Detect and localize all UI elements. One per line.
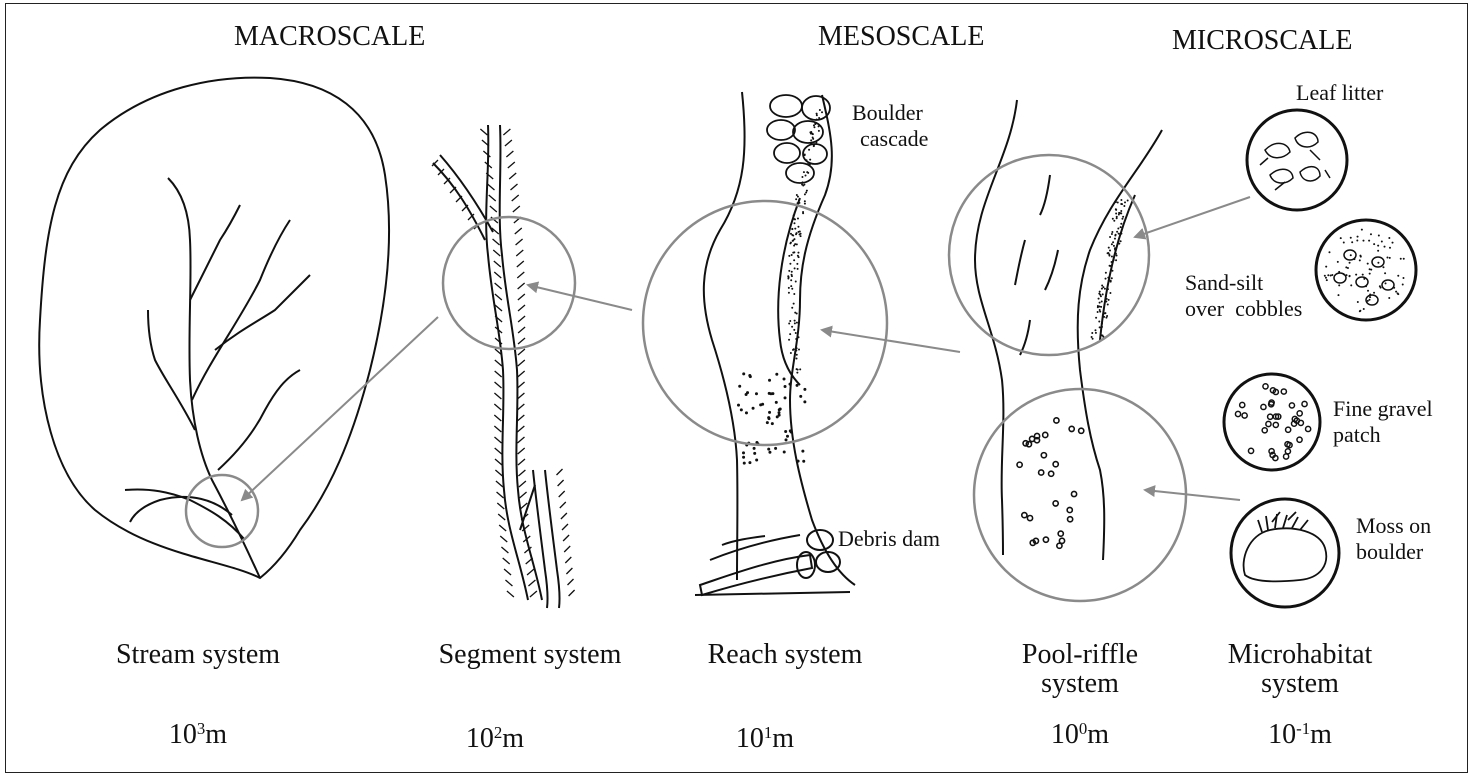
moss-circle (1231, 499, 1339, 607)
arrow-leaf-to-pool (1135, 197, 1250, 237)
zoom-arrows (242, 197, 1250, 500)
fine-gravel-label: Fine gravel patch (1333, 396, 1433, 449)
macroscale-heading: MACROSCALE (234, 22, 425, 51)
reach-system-label: Reach system (680, 640, 890, 669)
reach-magnitude: 101m (690, 724, 840, 753)
boulder-cascade-label: Boulder cascade (852, 100, 928, 153)
stream-system-drawing (39, 78, 389, 578)
flow-line-2 (1015, 240, 1025, 285)
boulder-cascade-stones (767, 95, 830, 183)
reach-zoom-circle (643, 201, 887, 445)
segment-system-drawing (433, 125, 560, 608)
reach-left-bank (704, 92, 745, 580)
stream-zoom-circle (186, 475, 258, 547)
sand-silt-drawing (1324, 229, 1405, 313)
pool-zoom-circle-lower (974, 389, 1186, 601)
debris-dam-label: Debris dam (838, 526, 940, 552)
sand-silt-circle (1316, 220, 1416, 320)
tributary-6 (190, 205, 240, 300)
segment-branch-bank-1 (433, 163, 485, 240)
pool-sand-dots (1091, 199, 1129, 340)
tributary-3 (148, 310, 195, 430)
flow-line-3 (1045, 250, 1058, 290)
microscale-heading: MICROSCALE (1172, 26, 1352, 55)
arrow-segment-to-stream (242, 317, 438, 500)
segment-branch2-bank-1 (533, 470, 548, 608)
log-1 (700, 555, 812, 595)
arrow-reach-to-segment (528, 285, 632, 310)
tributary-7 (218, 370, 300, 470)
arrow-gravel-to-pool (1145, 490, 1240, 500)
pool-gravel-rings (1017, 418, 1084, 549)
microhabitat-system-label: Microhabitat system (1195, 640, 1405, 699)
pool-riffle-magnitude: 100m (990, 720, 1170, 749)
leaf-litter-label: Leaf litter (1296, 80, 1383, 106)
tributary-5 (215, 275, 310, 350)
fine-gravel-drawing (1235, 384, 1310, 461)
pool-riffle-system-label: Pool-riffle system (990, 640, 1170, 699)
reach-system-drawing (695, 92, 855, 595)
mesoscale-heading: MESOSCALE (818, 22, 984, 51)
leaf-litter-drawing (1260, 132, 1330, 190)
stream-system-label: Stream system (88, 640, 308, 669)
moss-label: Moss on boulder (1356, 513, 1431, 566)
segment-zoom-circle (443, 217, 575, 349)
reach-bar-inner (778, 198, 800, 385)
pool-riffle-drawing (975, 100, 1162, 560)
tributary-2 (130, 497, 232, 522)
flow-line-1 (1040, 175, 1050, 215)
arrow-pool-to-reach (822, 330, 960, 352)
reach-gravel-dots (737, 372, 806, 464)
reach-right-bank (790, 95, 855, 585)
flow-line-4 (1020, 320, 1030, 355)
segment-magnitude: 102m (410, 724, 580, 753)
leaf-litter-circle (1247, 110, 1347, 210)
microhabitat-magnitude: 10-1m (1195, 720, 1405, 749)
moss-boulder-drawing (1244, 512, 1327, 581)
sand-silt-label: Sand-silt over cobbles (1185, 270, 1302, 323)
log-2 (710, 535, 800, 560)
stream-magnitude: 103m (88, 720, 308, 749)
debris-ground (695, 592, 850, 595)
segment-system-label: Segment system (410, 640, 650, 669)
main-channel (168, 178, 260, 578)
